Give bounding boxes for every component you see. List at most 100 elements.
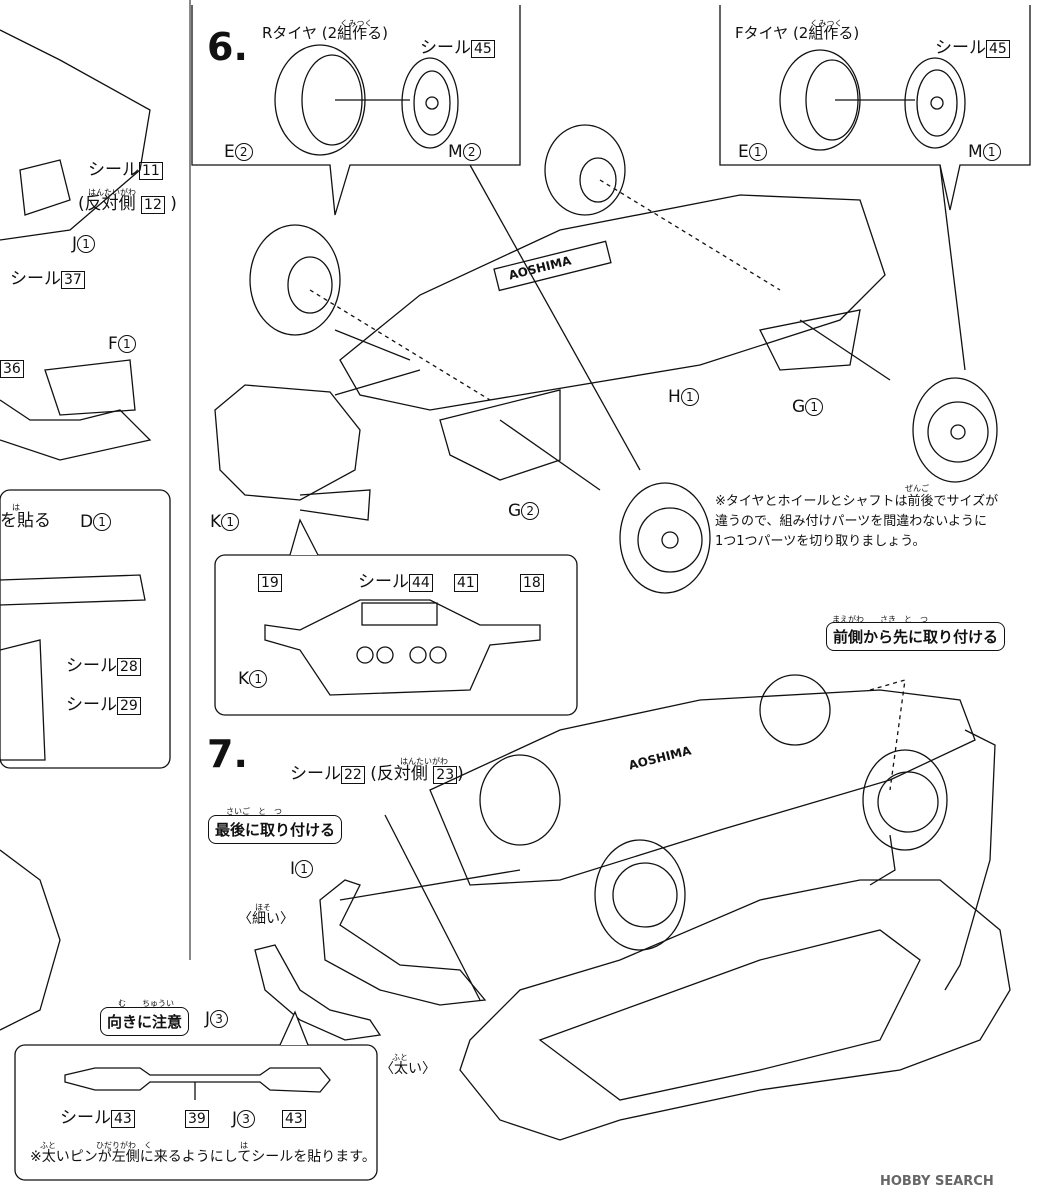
bubble-front-ruby: まえがわ さき と つ: [832, 615, 928, 624]
bubble-direction-ruby: む ちゅうい: [118, 999, 174, 1008]
seal-number: 19: [258, 574, 282, 592]
opposite-ruby-step7: はんたいがわ: [400, 757, 448, 766]
seal-label: シール: [358, 572, 409, 592]
part-letter: J: [72, 234, 78, 254]
front-tire-title: Fタイヤ (2組作る): [735, 24, 860, 42]
part-letter: G: [792, 397, 806, 417]
step-6-number: 6.: [207, 25, 248, 69]
seal-label: シール: [66, 695, 117, 715]
part-letter: J: [232, 1109, 238, 1129]
opposite-label: (反対側: [78, 194, 136, 214]
seal-number: 23: [433, 766, 458, 784]
front-tire-ruby: くみつく: [810, 19, 843, 28]
part-letter: M: [448, 142, 463, 162]
seal-label: シール: [88, 160, 139, 180]
seal-number: 43: [111, 1110, 135, 1128]
watermark: HOBBY SEARCH: [880, 1174, 994, 1189]
seal-number: 22: [341, 766, 365, 784]
seal-number: 45: [471, 40, 495, 58]
j3-note-ruby: ふと ひだりがわ く は: [40, 1141, 248, 1150]
part-count: 1: [117, 335, 136, 353]
seal-label: シール: [66, 656, 117, 676]
caution-line-2: 違うので、組み付けパーツを間違わないように: [715, 514, 987, 529]
paste-label: を貼る: [0, 511, 51, 531]
j3-seal-43b: 43: [282, 1110, 306, 1128]
opposite-ruby-left: はんたいがわ: [88, 188, 136, 197]
caution-note: ※タイヤとホイールとシャフトは前後でサイズが 違うので、組み付けパーツを間違わな…: [715, 492, 1035, 552]
part-letter: K: [210, 512, 222, 532]
seal-number: 11: [139, 162, 163, 180]
rear-tire-ruby: くみつく: [340, 19, 373, 28]
k1-seal-19: 19: [258, 574, 282, 592]
part-count: 3: [237, 1110, 256, 1128]
part-count: 2: [234, 143, 253, 161]
part-count: 1: [295, 860, 314, 878]
seal-number: 36: [0, 360, 24, 378]
part-count: 2: [462, 143, 481, 161]
part-count: 1: [77, 235, 96, 253]
seal-number: 41: [454, 574, 478, 592]
part-letter: K: [238, 669, 250, 689]
part-count: 1: [221, 513, 240, 531]
seal-number: 44: [409, 574, 433, 592]
paste-ruby: は: [12, 503, 20, 512]
seal-label: シール: [290, 764, 341, 784]
bubble-mind-direction: 向きに注意: [100, 1007, 190, 1036]
j3-note: ※太いピンが左側に来るようにしてシールを貼ります。: [30, 1149, 376, 1165]
bubble-attach-front-first: 前側から先に取り付ける: [826, 622, 1006, 651]
part-letter: E: [224, 142, 235, 162]
thick-label: 〈太い〉: [380, 1061, 436, 1077]
seal-number: 39: [185, 1110, 209, 1128]
k1-seal-41: 41: [454, 574, 478, 592]
caution-line-3: 1つ1つパーツを切り取りましょう。: [715, 534, 926, 549]
seal-label: シール: [420, 38, 471, 58]
seal-number: 28: [117, 658, 141, 676]
bubble-attach-last: 最後に取り付ける: [208, 815, 343, 844]
seal-number: 18: [520, 574, 544, 592]
part-letter: G: [508, 501, 522, 521]
seal-label: シール: [10, 269, 61, 289]
part-letter: D: [80, 512, 94, 532]
rear-tire-title: Rタイヤ (2組作る): [262, 24, 388, 42]
seal-number: 37: [61, 271, 85, 289]
step-7-number: 7.: [207, 732, 248, 776]
opposite-label: (反対側: [370, 764, 428, 784]
part-letter: E: [738, 142, 749, 162]
thin-ruby: ほそ: [255, 903, 271, 912]
part-letter: I: [290, 859, 296, 879]
part-count: 1: [805, 398, 824, 416]
caution-line-1: ※タイヤとホイールとシャフトは前後でサイズが: [715, 494, 999, 509]
seal-number: 43: [282, 1110, 306, 1128]
part-letter: J: [205, 1009, 211, 1029]
bubble-last-ruby: さいご と つ: [226, 807, 282, 816]
part-count: 1: [982, 143, 1001, 161]
k1-seal-18: 18: [520, 574, 544, 592]
part-count: 1: [748, 143, 767, 161]
thin-label: 〈細い〉: [238, 911, 294, 927]
seal-36: 36: [0, 360, 24, 378]
part-letter: H: [668, 387, 681, 407]
thick-ruby: ふと: [392, 1053, 408, 1062]
seal-number: 12: [141, 196, 165, 214]
seal-number: 29: [117, 697, 141, 715]
caution-ruby-1: ぜんご: [905, 484, 929, 493]
